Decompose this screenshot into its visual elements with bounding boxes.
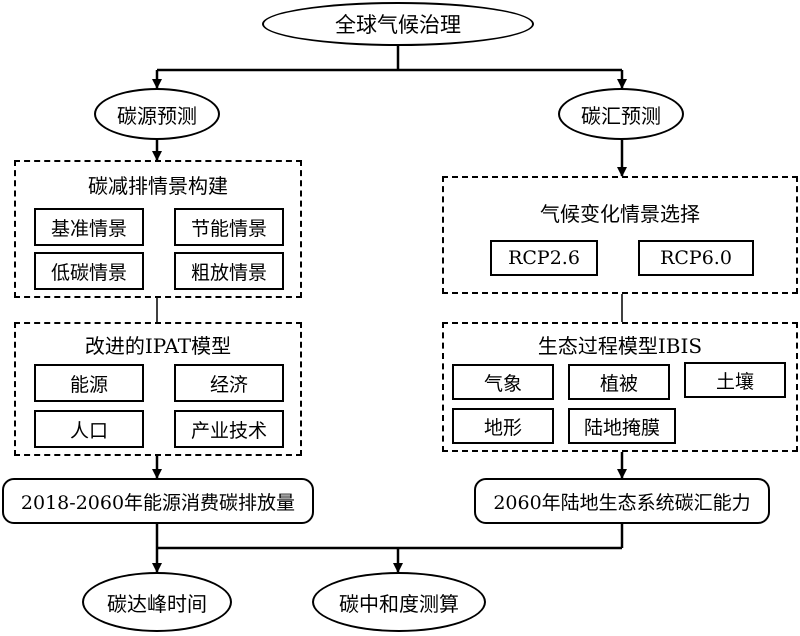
meteorology-box: 气象 bbox=[452, 364, 554, 400]
climate-scenario-group bbox=[442, 176, 798, 294]
population-factor-box: 人口 bbox=[34, 410, 144, 448]
carbon-peak-time-node: 碳达峰时间 bbox=[82, 572, 232, 632]
energy-factor-box: 能源 bbox=[34, 364, 144, 402]
carbon-sink-prediction-node: 碳汇预测 bbox=[558, 88, 684, 140]
vegetation-box: 植被 bbox=[568, 364, 670, 400]
carbon-emission-result-box: 2018-2060年能源消费碳排放量 bbox=[2, 478, 314, 524]
carbon-source-prediction-node: 碳源预测 bbox=[94, 88, 220, 140]
emission-scenario-group bbox=[14, 160, 302, 298]
land-mask-box: 陆地掩膜 bbox=[568, 408, 676, 444]
low-carbon-scenario-box: 低碳情景 bbox=[34, 252, 144, 290]
carbon-neutrality-node: 碳中和度测算 bbox=[312, 572, 486, 632]
economy-factor-box: 经济 bbox=[174, 364, 284, 402]
energy-saving-scenario-box: 节能情景 bbox=[174, 208, 284, 246]
industry-tech-factor-box: 产业技术 bbox=[174, 410, 284, 448]
climate-scenario-title: 气候变化情景选择 bbox=[540, 202, 700, 226]
carbon-sink-result-box: 2060年陆地生态系统碳汇能力 bbox=[474, 478, 770, 524]
baseline-scenario-box: 基准情景 bbox=[34, 208, 144, 246]
rcp26-box: RCP2.6 bbox=[490, 240, 598, 276]
global-climate-governance-node: 全球气候治理 bbox=[262, 2, 534, 46]
emission-scenario-title: 碳减排情景构建 bbox=[88, 174, 228, 198]
extensive-scenario-box: 粗放情景 bbox=[174, 252, 284, 290]
terrain-box: 地形 bbox=[452, 408, 554, 444]
ipat-model-title: 改进的IPAT模型 bbox=[84, 334, 232, 358]
ibis-model-group bbox=[442, 322, 798, 452]
rcp60-box: RCP6.0 bbox=[638, 240, 754, 276]
ibis-model-title: 生态过程模型IBIS bbox=[537, 334, 703, 358]
soil-box: 土壤 bbox=[684, 362, 786, 398]
ipat-model-group bbox=[14, 322, 302, 456]
